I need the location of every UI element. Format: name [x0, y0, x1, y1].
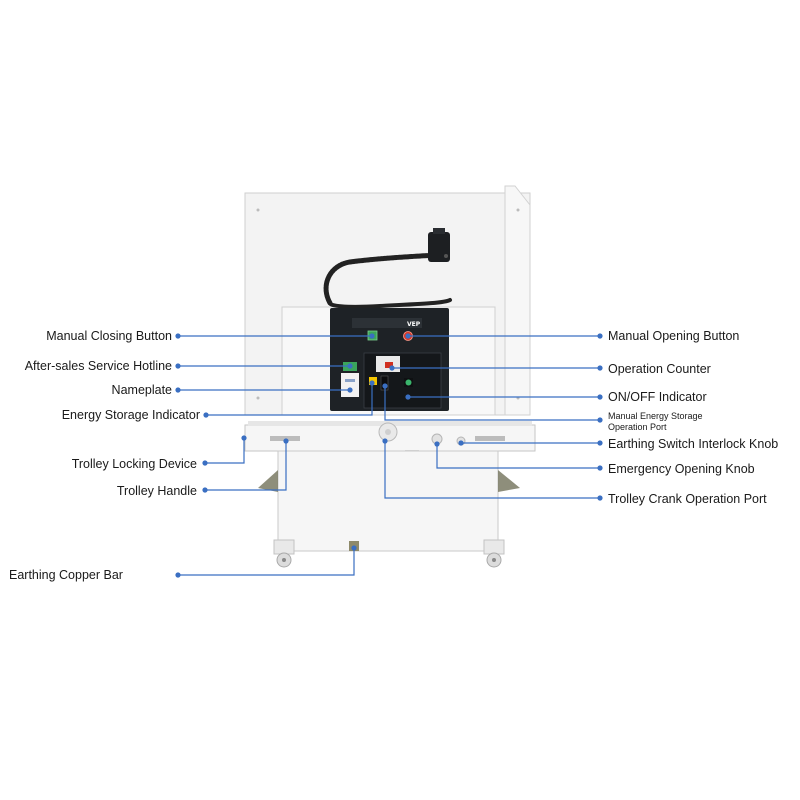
label-energy-storage-indicator: Energy Storage Indicator: [61, 408, 200, 422]
nameplate-graphic: [341, 373, 359, 397]
front-left-wheel: [273, 539, 295, 568]
label-manual-energy-storage-port: Manual Energy Storage Operation Port: [608, 411, 703, 432]
trolley-handle-left: [270, 436, 300, 441]
leader-lines: [175, 333, 603, 578]
cable-plug: [428, 228, 450, 262]
trolley-handle-right: [475, 436, 505, 441]
left-bracket: [258, 470, 278, 492]
label-emergency-opening-knob: Emergency Opening Knob: [608, 462, 755, 476]
label-nameplate: Nameplate: [111, 383, 172, 397]
right-bracket: [498, 470, 520, 492]
label-earthing-copper-bar: Earthing Copper Bar: [9, 568, 123, 582]
label-trolley-handle: Trolley Handle: [116, 484, 197, 498]
label-on-off-indicator: ON/OFF Indicator: [608, 390, 707, 404]
trolley-body: [277, 450, 499, 552]
label-after-sales-hotline: After-sales Service Hotline: [24, 359, 172, 373]
label-trolley-crank-port: Trolley Crank Operation Port: [608, 492, 767, 506]
label-operation-counter: Operation Counter: [608, 362, 711, 376]
label-manual-closing-button: Manual Closing Button: [46, 329, 172, 343]
control-cable: [323, 252, 441, 306]
label-manual-opening-button: Manual Opening Button: [608, 329, 740, 343]
back-panel-right-tab: [504, 185, 531, 416]
brand-strip: [352, 318, 422, 328]
brand-label: VEP: [407, 321, 421, 328]
label-earthing-switch-interlock-knob: Earthing Switch Interlock Knob: [608, 437, 779, 451]
label-trolley-locking-device: Trolley Locking Device: [71, 457, 197, 471]
front-right-wheel: [483, 539, 505, 568]
